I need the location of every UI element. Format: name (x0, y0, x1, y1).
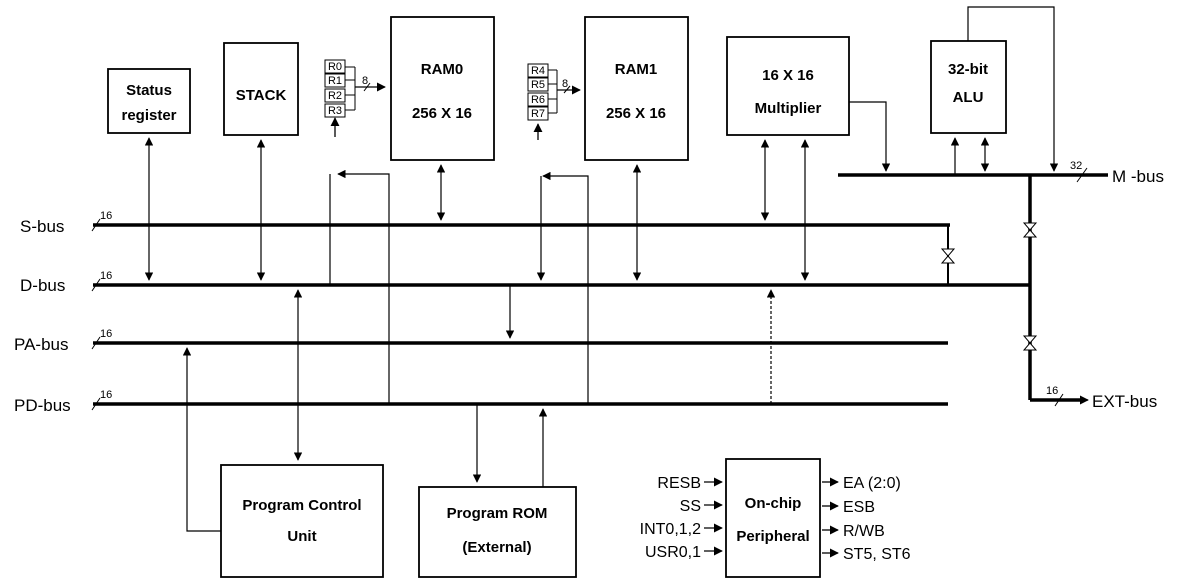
m-bus-label: M -bus (1112, 167, 1164, 186)
output-ea: EA (2:0) (843, 475, 901, 492)
register-r0: R0 (328, 61, 342, 73)
register-r1: R1 (328, 75, 342, 87)
register-bank-r4-r7: R4 R5 R6 R7 8 (527, 63, 581, 140)
bank0-width-label: 8 (362, 75, 368, 87)
input-ss: SS (680, 498, 701, 515)
rom-label-1: Program ROM (447, 505, 548, 522)
rom-label-2: (External) (462, 539, 531, 556)
status-register-label-1: Status (126, 82, 172, 99)
ext-bus-width: 16 (1046, 385, 1058, 397)
bus-connections (144, 6, 1059, 532)
stack-block: STACK (223, 42, 299, 136)
s-bus: S-bus 16 (20, 210, 950, 236)
m-bus-d-bus-gate (1022, 222, 1038, 238)
ext-bus: 16 EXT-bus (1028, 175, 1157, 411)
stack-label: STACK (236, 87, 287, 104)
d-bus-label: D-bus (20, 276, 65, 295)
register-r6: R6 (531, 94, 545, 106)
status-register-label-2: register (121, 107, 176, 124)
peripheral-inputs: RESB SS INT0,1,2 USR0,1 (640, 475, 723, 561)
pcu-label-2: Unit (287, 528, 316, 545)
register-r4: R4 (531, 65, 545, 77)
ram0-block: RAM0 256 X 16 (390, 16, 495, 161)
multiplier-label: Multiplier (755, 100, 822, 117)
d-bus-width: 16 (100, 270, 112, 282)
ext-bus-label: EXT-bus (1092, 392, 1157, 411)
register-r2: R2 (328, 90, 342, 102)
register-bank-r0-r3: R0 R1 R2 R3 8 (324, 59, 386, 137)
pd-bus-width: 16 (100, 389, 112, 401)
pcu-label-1: Program Control (242, 497, 361, 514)
register-r3: R3 (328, 105, 342, 117)
register-r7: R7 (531, 108, 545, 120)
input-int: INT0,1,2 (640, 521, 701, 538)
program-control-unit-block: Program Control Unit (220, 464, 384, 578)
ram1-block: RAM1 256 X 16 (584, 16, 689, 161)
output-esb: ESB (843, 499, 875, 516)
ram1-size: 256 X 16 (606, 105, 666, 122)
m-bus-width: 32 (1070, 160, 1082, 172)
alu-block: 32-bit ALU (930, 40, 1007, 134)
on-chip-peripheral-block: On-chip Peripheral (725, 458, 821, 578)
input-usr: USR0,1 (645, 544, 701, 561)
ram0-size: 256 X 16 (412, 105, 472, 122)
peripheral-label-2: Peripheral (736, 528, 809, 545)
alu-label-1: 32-bit (948, 61, 988, 78)
peripheral-label-1: On-chip (745, 495, 802, 512)
program-rom-block: Program ROM (External) (418, 486, 577, 578)
input-resb: RESB (657, 475, 701, 492)
peripheral-outputs: EA (2:0) ESB R/WB ST5, ST6 (822, 475, 911, 563)
ram1-label: RAM1 (615, 61, 658, 78)
multiplier-size: 16 X 16 (762, 67, 814, 84)
output-st5-st6: ST5, ST6 (843, 546, 911, 563)
pa-bus-width: 16 (100, 328, 112, 340)
pa-bus: PA-bus 16 (14, 328, 948, 354)
m-bus: 32 M -bus (838, 160, 1164, 186)
alu-label-2: ALU (953, 89, 984, 106)
d-bus-ext-bus-gate (1022, 335, 1038, 351)
s-bus-label: S-bus (20, 217, 64, 236)
pa-bus-label: PA-bus (14, 335, 69, 354)
pd-bus-label: PD-bus (14, 396, 71, 415)
register-r5: R5 (531, 79, 545, 91)
output-rwb: R/WB (843, 523, 885, 540)
s-bus-width: 16 (100, 210, 112, 222)
pd-bus: PD-bus 16 (14, 389, 948, 415)
s-d-bus-link (940, 225, 956, 285)
status-register-block: Status register (107, 68, 191, 134)
bank1-width-label: 8 (562, 78, 568, 90)
multiplier-block: 16 X 16 Multiplier (726, 36, 850, 136)
d-bus: D-bus 16 (20, 270, 1030, 295)
ram0-label: RAM0 (421, 61, 464, 78)
